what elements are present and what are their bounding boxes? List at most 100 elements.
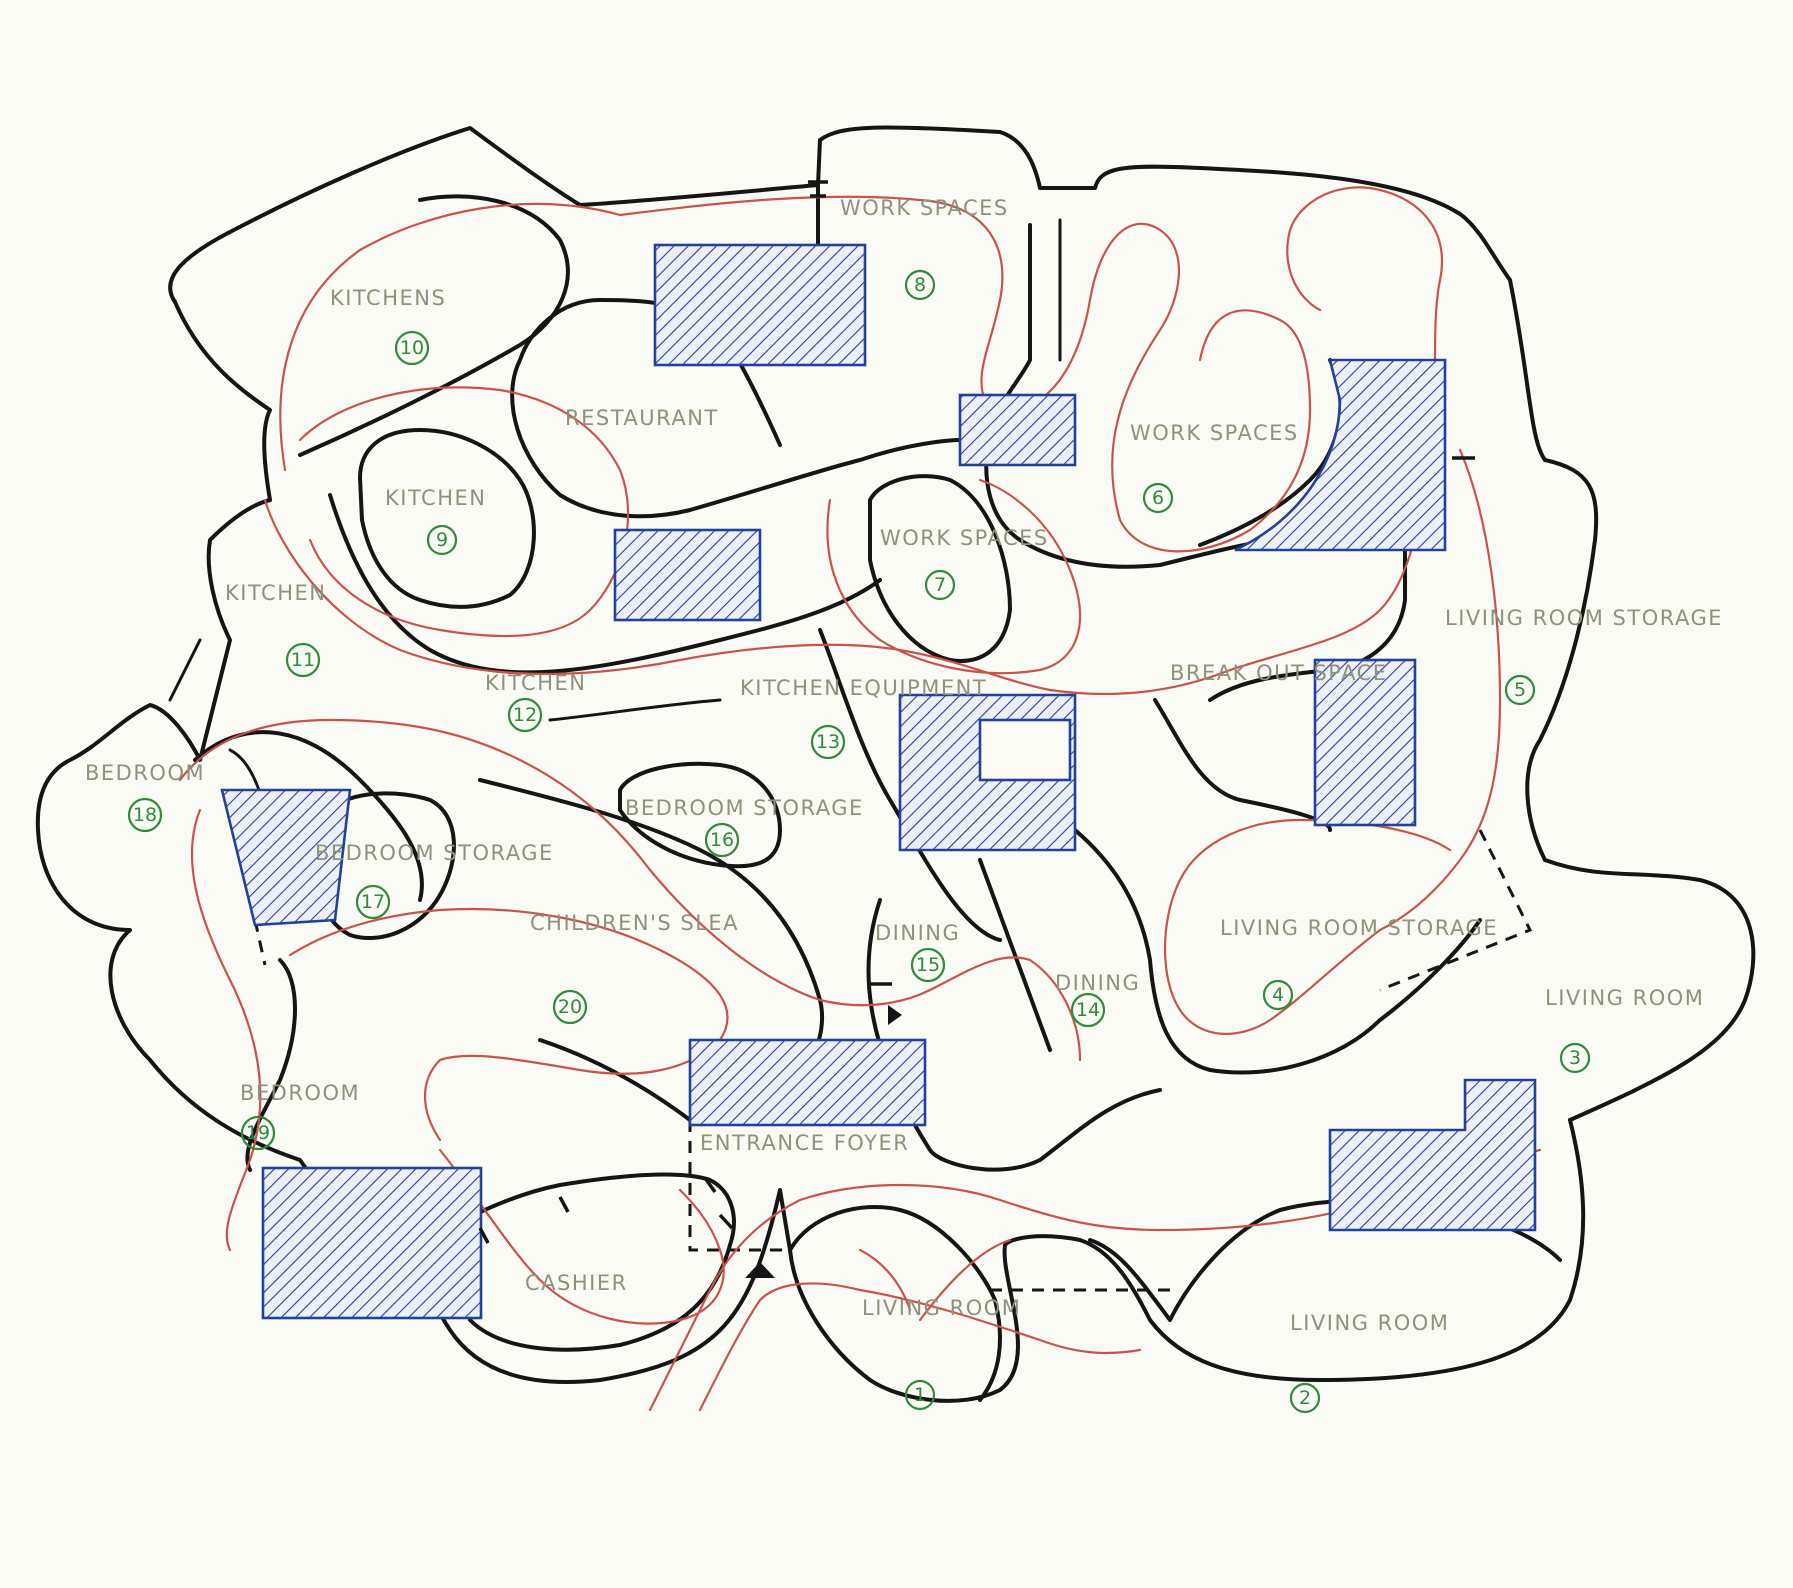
route-3	[263, 186, 1443, 696]
kitchens-10-wall	[298, 194, 570, 457]
svg-text:3: 3	[1569, 1047, 1581, 1069]
svg-text:4: 4	[1272, 984, 1284, 1006]
room-label: BEDROOM STORAGE	[315, 841, 554, 865]
threshold-dashed-east	[1379, 829, 1533, 992]
room-label: LIVING ROOM	[1290, 1311, 1449, 1335]
door-tick-cashier-2	[478, 1227, 490, 1244]
room-label: CHILDREN'S SLEA	[530, 911, 739, 935]
room-number-5: 5	[1504, 674, 1536, 706]
room-number-8: 8	[904, 269, 936, 301]
threshold-dashed-bedroom	[253, 919, 267, 966]
room-labels: LIVING ROOM LIVING ROOM LIVING ROOM LIVI…	[85, 196, 1723, 1335]
svg-text:10: 10	[400, 337, 424, 359]
outer-wall-north	[168, 125, 1599, 862]
svg-text:12: 12	[513, 704, 537, 726]
door-marks	[478, 180, 1475, 1278]
room-number-14: 14	[1070, 992, 1106, 1028]
room-label: LIVING ROOM STORAGE	[1445, 606, 1723, 630]
service-block-6	[1234, 358, 1447, 552]
partition-west	[168, 638, 722, 812]
bedroom-storage-16-wall	[618, 761, 782, 869]
living-room-storage-4-wall	[1073, 828, 1482, 1075]
dining-arrow	[888, 1005, 902, 1025]
living-room-1-wall	[788, 1205, 1002, 1402]
svg-text:13: 13	[816, 731, 840, 753]
room-number-9: 9	[426, 524, 458, 556]
svg-text:18: 18	[133, 804, 157, 826]
room-number-4: 4	[1262, 979, 1294, 1011]
svg-text:20: 20	[558, 996, 582, 1018]
route-7	[190, 808, 262, 1252]
service-block-9	[613, 528, 762, 622]
room-number-7: 7	[924, 569, 956, 601]
route-5	[1163, 448, 1502, 1036]
outer-wall-south	[148, 1058, 1586, 1403]
service-block-2	[1328, 1078, 1537, 1232]
partition-vertical-8	[1028, 218, 1062, 362]
service-block-break-out	[1313, 658, 1417, 827]
svg-text:8: 8	[914, 274, 926, 296]
svg-text:14: 14	[1076, 999, 1100, 1021]
kitchen-11-wall	[328, 493, 882, 675]
svg-text:6: 6	[1152, 487, 1164, 509]
service-block-13-notch	[978, 718, 1072, 782]
door-tick-entrance	[703, 1176, 717, 1194]
space-label-restaurant: RESTAURANT	[565, 406, 719, 430]
room-label: KITCHEN EQUIPMENT	[740, 676, 987, 700]
room-number-15: 15	[910, 947, 946, 983]
room-number-18: 18	[127, 797, 163, 833]
svg-text:16: 16	[710, 829, 734, 851]
room-label: DINING	[1055, 971, 1140, 995]
svg-text:15: 15	[916, 954, 940, 976]
service-block-entrance	[688, 1038, 927, 1127]
room-number-17: 17	[355, 884, 391, 920]
outer-wall-west	[35, 300, 272, 1062]
space-label-cashier: CASHIER	[525, 1271, 628, 1295]
room-label: KITCHENS	[330, 286, 446, 310]
route-6	[178, 718, 1082, 1062]
door-tick-cashier-1	[558, 1196, 570, 1213]
room-label: BEDROOM STORAGE	[625, 796, 864, 820]
service-block-8	[653, 243, 867, 367]
room-label: LIVING ROOM	[1545, 986, 1704, 1010]
bedroom-19-wall	[245, 958, 297, 1172]
route-8	[288, 907, 729, 1142]
route-4	[826, 478, 1082, 675]
room-number-11: 11	[285, 642, 321, 678]
room-number-3: 3	[1559, 1042, 1591, 1074]
break-out-wall	[1153, 698, 1332, 832]
room-label: BEDROOM	[85, 761, 205, 785]
svg-text:11: 11	[291, 649, 315, 671]
room-label: WORK SPACES	[840, 196, 1009, 220]
cashier-wall	[418, 1172, 736, 1352]
svg-text:1: 1	[914, 1384, 926, 1406]
work-spaces-7-wall	[868, 474, 1012, 663]
space-label-entrance: ENTRANCE FOYER	[700, 1131, 909, 1155]
route-12	[858, 1238, 1012, 1322]
service-block-core	[958, 393, 1077, 467]
route-11	[698, 1282, 1142, 1412]
route-1	[279, 195, 1312, 553]
kitchen-9-wall	[358, 428, 536, 609]
service-block-17	[220, 788, 352, 927]
svg-text:17: 17	[361, 891, 385, 913]
svg-text:9: 9	[436, 529, 448, 551]
room-number-12: 12	[507, 697, 543, 733]
room-number-1: 1	[904, 1379, 936, 1411]
room-label: KITCHEN	[225, 581, 327, 605]
room-label: LIVING ROOM	[862, 1296, 1021, 1320]
childrens-wall	[478, 778, 825, 1122]
room-number-19: 19	[240, 1115, 276, 1151]
entry-arrow	[745, 1262, 775, 1278]
svg-text:5: 5	[1514, 679, 1526, 701]
room-label: KITCHEN	[485, 671, 587, 695]
door-tick-entrance-2	[718, 1213, 734, 1230]
outer-wall-east	[1543, 858, 1756, 1122]
room-number-6: 6	[1142, 482, 1174, 514]
svg-text:7: 7	[934, 574, 946, 596]
room-label: BEDROOM	[240, 1081, 360, 1105]
room-number-16: 16	[704, 822, 740, 858]
room-label: DINING	[875, 921, 960, 945]
space-label-break-out: BREAK OUT SPACE	[1170, 661, 1388, 685]
